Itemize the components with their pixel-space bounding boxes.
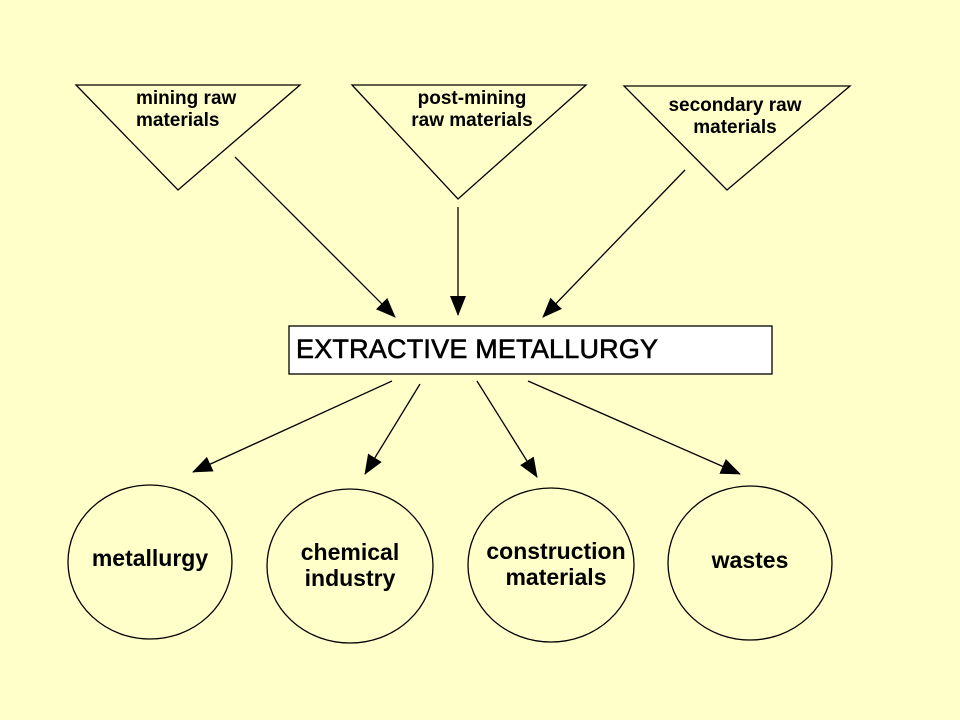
output-label-chemical-line1: chemical: [300, 539, 400, 565]
source-label-post-mining-line2: raw materials: [411, 109, 533, 131]
output-label-metallurgy-line1: metallurgy: [91, 545, 209, 571]
output-label-metallurgy: metallurgy: [70, 545, 230, 571]
source-triangle-post-mining: [350, 84, 588, 200]
source-triangle-mining: [74, 84, 302, 191]
output-circle-wastes: [667, 485, 833, 641]
arrow-center-to-construction: [476, 380, 538, 478]
source-label-mining-line1: mining raw: [136, 88, 237, 109]
source-label-post-mining: post-mining raw materials: [392, 88, 552, 132]
source-triangle-secondary: [622, 85, 852, 191]
source-label-mining: mining raw materials: [136, 88, 236, 132]
source-label-secondary-line1: secondary raw: [668, 95, 802, 116]
source-label-secondary-line2: materials: [693, 116, 777, 138]
output-label-wastes-line1: wastes: [711, 547, 789, 573]
output-label-construction: construction materials: [466, 538, 646, 591]
arrow-center-to-metallurgy: [192, 380, 393, 473]
output-circle-metallurgy: [67, 484, 233, 640]
arrow-center-to-wastes: [527, 380, 741, 475]
center-label: EXTRACTIVE METALLURGY: [296, 334, 659, 365]
output-label-chemical-line2: industry: [304, 565, 396, 592]
arrow-mining-to-center: [234, 156, 396, 318]
output-label-construction-line2: materials: [505, 564, 607, 591]
output-circle-chemical: [266, 488, 434, 644]
output-circle-construction: [467, 487, 635, 643]
output-label-chemical: chemical industry: [270, 539, 430, 592]
source-label-secondary: secondary raw materials: [647, 95, 823, 139]
output-label-wastes: wastes: [670, 547, 830, 573]
center-box: [288, 325, 773, 375]
arrow-center-to-chemical: [364, 383, 421, 475]
source-label-post-mining-line1: post-mining: [417, 88, 527, 109]
source-label-mining-line2: materials: [136, 109, 220, 131]
arrow-secondary-to-center: [542, 169, 686, 318]
output-label-construction-line1: construction: [486, 538, 626, 564]
